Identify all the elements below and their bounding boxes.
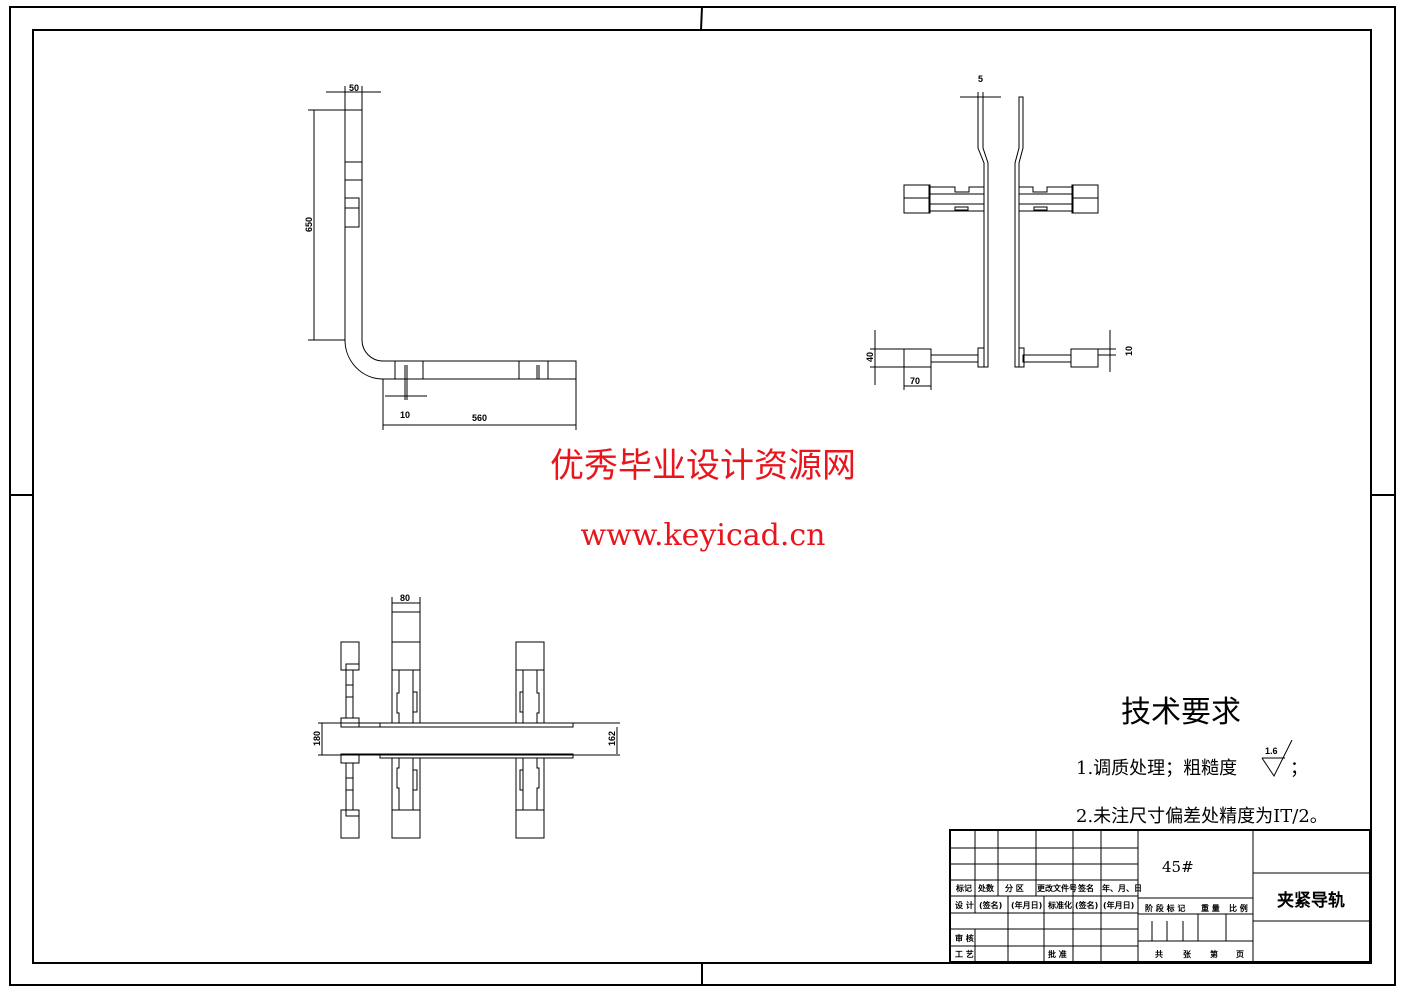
dim-70: 70 xyxy=(910,376,920,386)
tech-requirements: 技术要求 1.调质处理；粗糙度 1.6 ； 2.未注尺寸偏差处精度为IT/2。 xyxy=(1076,695,1328,827)
label-review: 审 核 xyxy=(955,933,974,943)
label-date: 年、月、日 xyxy=(1102,883,1142,893)
label-mark: 标记 xyxy=(955,883,972,893)
label-change-doc: 更改文件号 xyxy=(1037,883,1077,893)
roughness-symbol-icon xyxy=(1261,739,1293,777)
roughness-value: 1.6 xyxy=(1265,746,1278,756)
tech-item-1: 1.调质处理；粗糙度 xyxy=(1076,758,1237,779)
drawing-frame xyxy=(9,6,1396,986)
label-scale: 比 例 xyxy=(1229,903,1248,913)
label-standardization: 标准化 xyxy=(1047,900,1072,910)
label-page: 页 xyxy=(1236,950,1244,959)
label-count: 处数 xyxy=(977,883,995,893)
dim-height-650: 650 xyxy=(304,217,314,232)
watermark-url: www.keyicad.cn xyxy=(580,518,825,553)
label-stage: 阶 段 标 记 xyxy=(1145,903,1185,913)
label-approve: 批 准 xyxy=(1048,949,1067,959)
label-process: 工 艺 xyxy=(955,949,974,959)
watermark-title: 优秀毕业设计资源网 xyxy=(550,446,856,486)
dim-length-560: 560 xyxy=(472,413,487,423)
top-view: 80 180 162 xyxy=(312,593,620,839)
material: 45# xyxy=(1162,858,1194,876)
label-design-date: (年月日) xyxy=(1011,900,1042,910)
label-no: 第 xyxy=(1210,949,1218,959)
label-total: 共 xyxy=(1155,949,1163,959)
label-std-date: (年月日) xyxy=(1103,900,1134,910)
dim-180: 180 xyxy=(312,731,322,746)
dim-162: 162 xyxy=(607,731,617,746)
dim-40: 40 xyxy=(865,352,875,362)
dim-5: 5 xyxy=(978,74,983,84)
label-signature: 签名 xyxy=(1077,883,1094,893)
title-block: 标记 处数 分 区 更改文件号 签名 年、月、日 设 计 (签名) (年月日) … xyxy=(949,829,1371,963)
tech-item-1-end: ； xyxy=(1290,758,1308,779)
label-design: 设 计 xyxy=(955,900,974,910)
dim-width-50: 50 xyxy=(349,83,359,93)
label-sheets: 张 xyxy=(1183,950,1192,959)
dim-80: 80 xyxy=(400,593,410,603)
front-view: 5 40 70 10 xyxy=(865,74,1134,390)
label-zone: 分 区 xyxy=(1005,883,1024,893)
label-weight: 重 量 xyxy=(1201,903,1220,913)
tech-heading: 技术要求 xyxy=(1121,695,1241,730)
drawing-title: 夹紧导轨 xyxy=(1277,890,1345,911)
dim-10-right: 10 xyxy=(1124,346,1134,356)
label-std-sign: (签名) xyxy=(1075,900,1098,910)
side-view: 50 650 10 560 xyxy=(304,83,577,430)
label-design-sign: (签名) xyxy=(979,900,1002,910)
dim-10: 10 xyxy=(400,410,410,420)
tech-item-2: 2.未注尺寸偏差处精度为IT/2。 xyxy=(1076,806,1328,827)
